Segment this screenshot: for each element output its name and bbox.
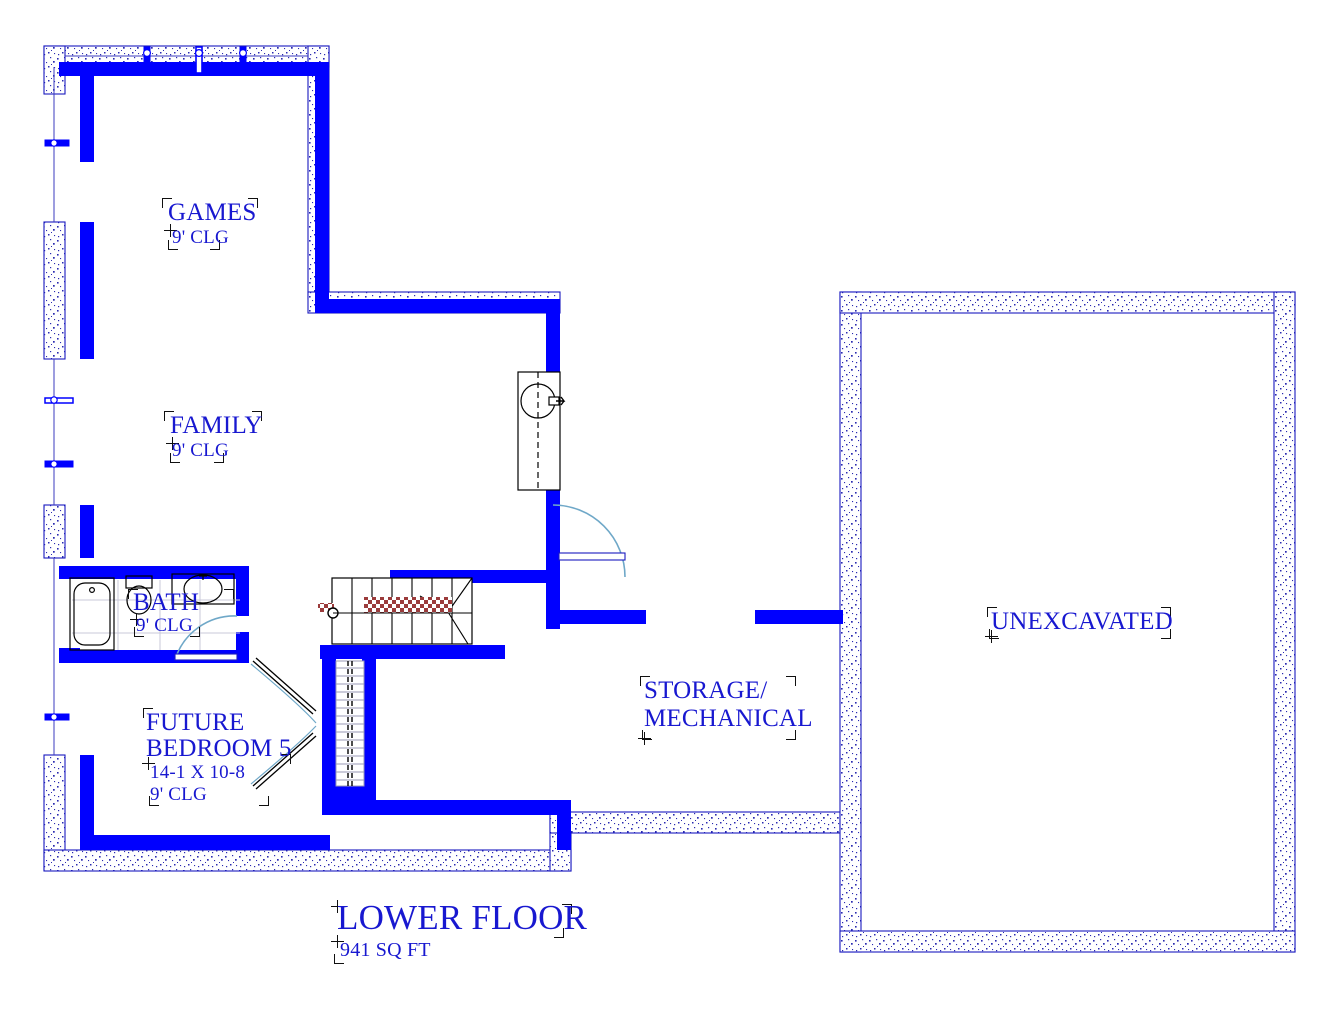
- door-bath: [174, 615, 238, 661]
- window-symbols-left: [44, 139, 74, 721]
- stair-run-down-icon: [335, 660, 365, 787]
- toilet-icon: [125, 575, 153, 615]
- room-label-family: [164, 411, 262, 463]
- staircase-icon: [318, 577, 473, 645]
- room-label-storage-mechanical: [640, 676, 796, 740]
- window-top-1: [143, 46, 152, 74]
- foundation-walls: [43, 45, 1296, 953]
- room-label-games: [162, 198, 258, 250]
- bathtub-icon: [69, 577, 115, 651]
- room-label-future-bedroom-5: [143, 708, 291, 806]
- door-swings: [174, 504, 626, 790]
- window-top-2: [195, 46, 204, 74]
- door-family: [552, 504, 626, 578]
- window-symbols-top: [143, 46, 248, 74]
- construction-lines: [53, 55, 308, 755]
- sink-icon: [171, 573, 235, 605]
- window-left-4: [44, 713, 70, 721]
- room-label-unexcavated: [987, 607, 1171, 639]
- room-label-bath: [128, 589, 234, 637]
- window-left-3: [44, 460, 74, 468]
- window-top-3: [239, 46, 248, 74]
- title-block: [334, 898, 572, 964]
- bathroom-fixtures: [69, 573, 240, 651]
- water-heater-icon: [517, 371, 566, 491]
- window-left-1: [44, 139, 70, 147]
- door-bedroom-bifold: [250, 657, 317, 790]
- window-left-2: [44, 396, 74, 404]
